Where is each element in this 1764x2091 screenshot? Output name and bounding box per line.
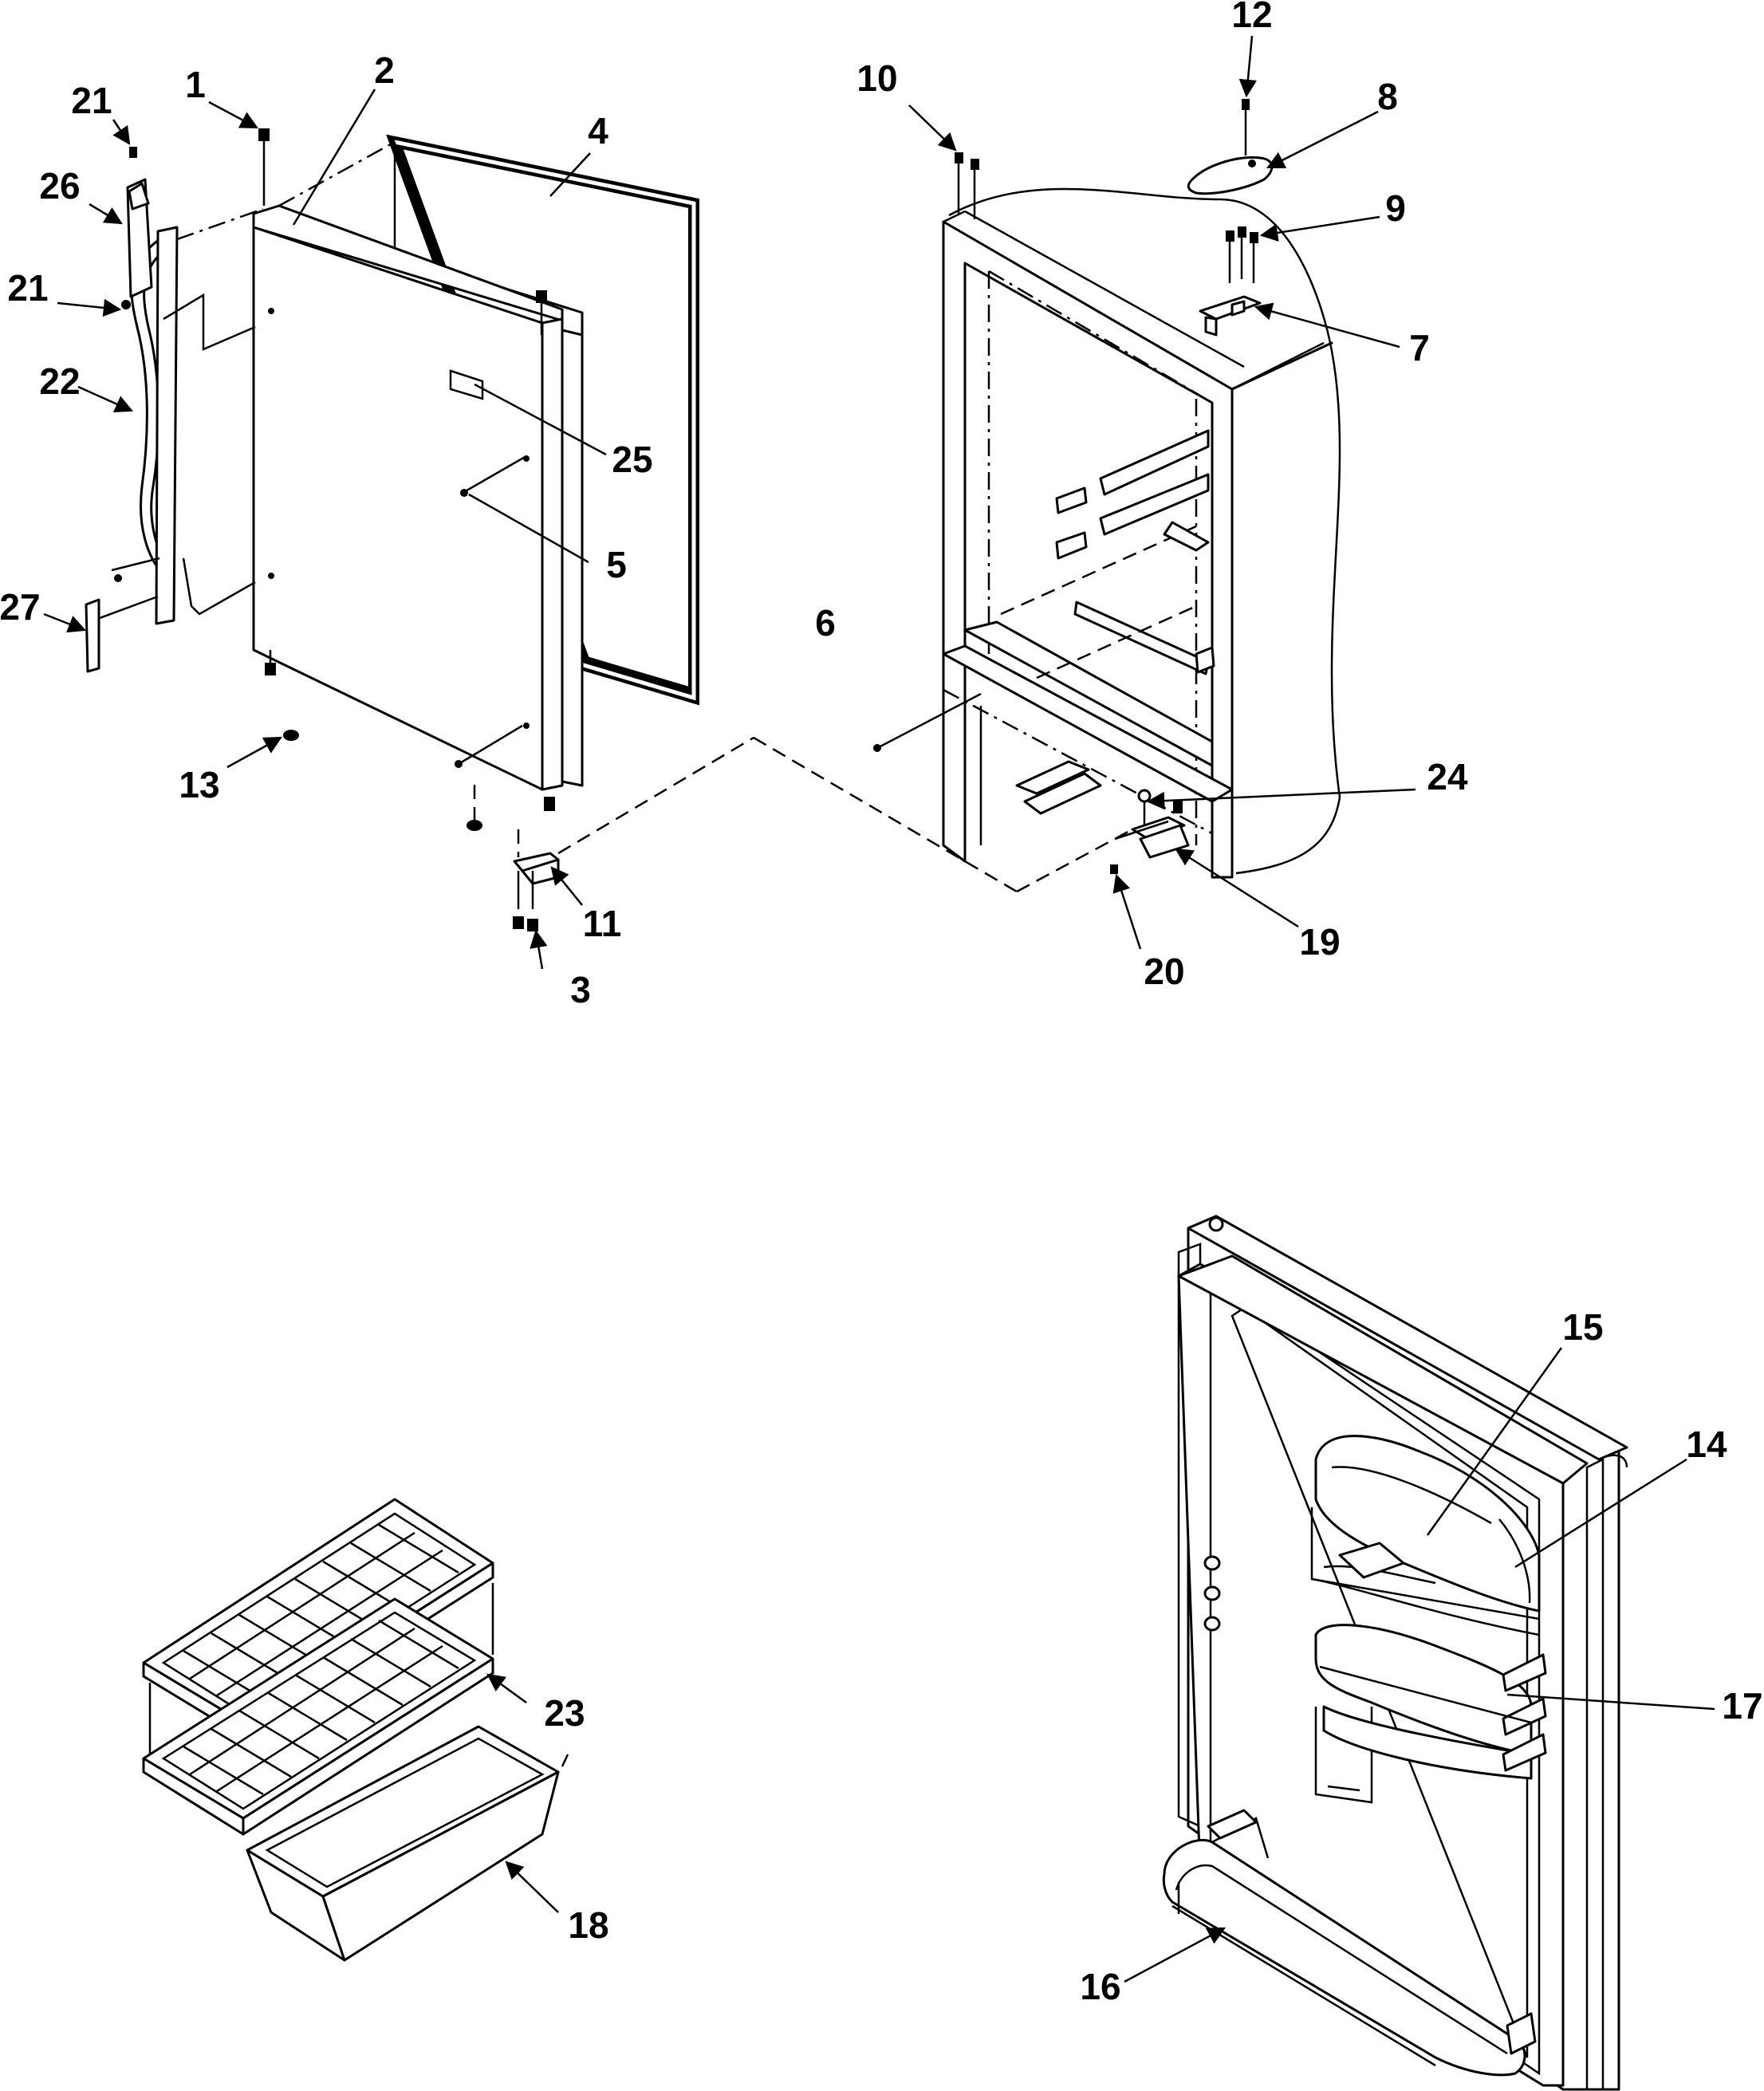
callout-1: 1: [185, 64, 206, 105]
callout-20: 20: [1144, 951, 1184, 992]
freezer-door-panel: [252, 204, 564, 791]
top-hinge: [1199, 295, 1262, 337]
door-bin: [1162, 1809, 1537, 2077]
freezer-door-assembly: [85, 128, 1133, 931]
callout-14: 14: [1686, 1424, 1727, 1465]
hinge-screws: [1226, 99, 1258, 283]
callout-25: 25: [612, 439, 652, 480]
callout-6: 6: [815, 602, 836, 644]
callout-27: 27: [0, 586, 41, 628]
callout-5: 5: [606, 544, 627, 585]
callout-15: 15: [1562, 1306, 1603, 1348]
handle-screws: [114, 147, 137, 582]
callout-18: 18: [568, 1904, 608, 1946]
ice-bin: [246, 1725, 569, 1962]
callout-12: 12: [1231, 0, 1272, 35]
callout-10: 10: [856, 57, 897, 99]
door-handle: [130, 226, 179, 625]
handle-end-cap-bottom: [85, 598, 100, 673]
handle-end-cap-top: [126, 178, 153, 298]
leader-lines: [43, 35, 1715, 1983]
bottom-cabinet-hinge: [1110, 789, 1190, 874]
bottom-screws: [265, 650, 555, 831]
cabinet-screws-10: [955, 152, 979, 219]
dairy-compartment: [1310, 1435, 1541, 1636]
refrigerator-cabinet: [873, 99, 1341, 879]
callout-7: 7: [1409, 327, 1430, 368]
callout-3: 3: [570, 969, 591, 1010]
callout-22: 22: [39, 360, 80, 402]
door-shelf: [1314, 1624, 1547, 1804]
callout-16: 16: [1080, 1966, 1120, 2007]
callout-8: 8: [1377, 76, 1398, 117]
callout-21-top: 21: [71, 80, 112, 121]
callout-26: 26: [39, 165, 80, 207]
callout-2: 2: [374, 49, 395, 91]
callout-17: 17: [1722, 1685, 1762, 1727]
callout-19: 19: [1299, 921, 1340, 963]
hinge-cover: [1187, 156, 1274, 195]
callout-13: 13: [179, 764, 219, 805]
bottom-hinge: [513, 829, 560, 931]
callout-9: 9: [1385, 187, 1406, 229]
callout-24: 24: [1427, 756, 1468, 797]
ice-tray-lower: [142, 1597, 494, 1836]
callout-labels: 1 2 3 4 5 6 7 8 9 10 11 12 13 14 15 16 1…: [0, 0, 1763, 2007]
callout-23: 23: [544, 1692, 585, 1734]
callout-4: 4: [588, 110, 608, 152]
ice-trays-and-bin: [142, 1498, 569, 1962]
callout-11: 11: [583, 903, 622, 944]
callout-21-mid: 21: [7, 267, 48, 309]
screw-top-liner: [536, 290, 547, 335]
screw-1: [258, 128, 270, 206]
fresh-food-door: [1162, 1215, 1628, 2091]
